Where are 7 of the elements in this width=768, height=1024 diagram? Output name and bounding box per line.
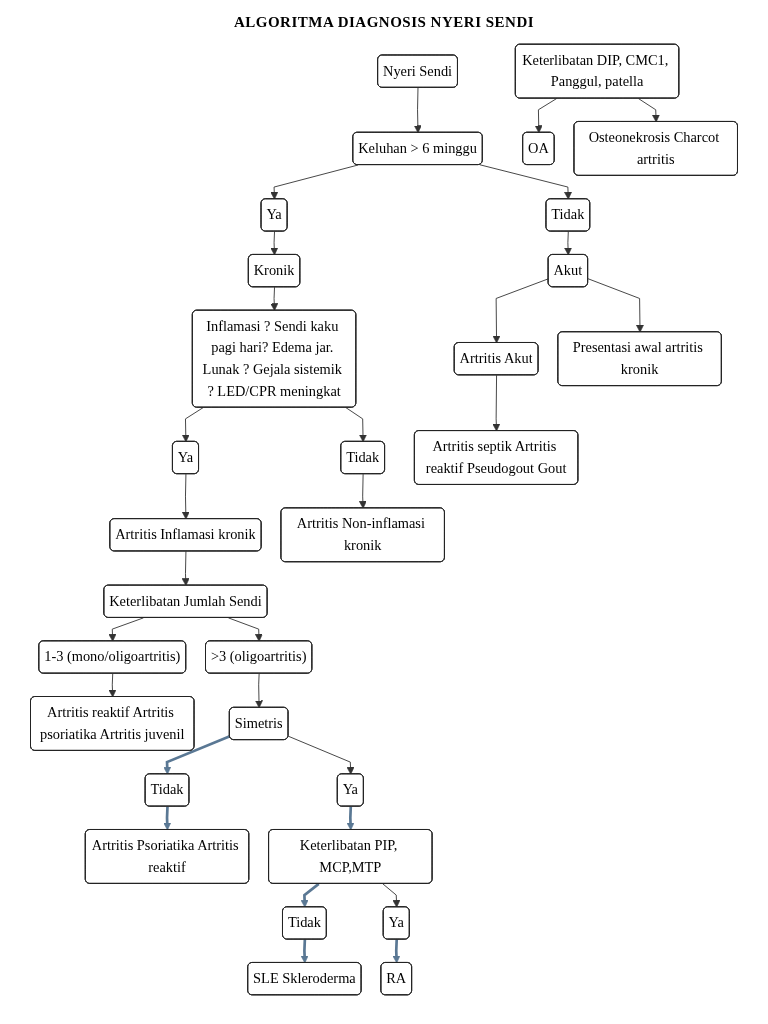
diagram-title: ALGORITMA DIAGNOSIS NYERI SENDI bbox=[232, 14, 536, 31]
arrow bbox=[300, 939, 309, 964]
arrow bbox=[392, 939, 401, 964]
arrow bbox=[163, 806, 172, 831]
arrow bbox=[163, 735, 231, 775]
arrow bbox=[346, 806, 355, 831]
arrow bbox=[300, 882, 320, 908]
